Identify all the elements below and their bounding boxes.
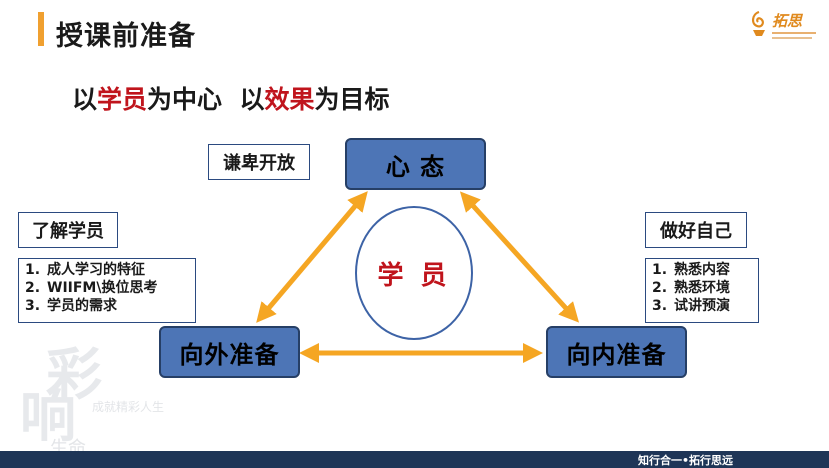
subtitle-part: 为中心 以 [147, 85, 265, 114]
list-item-number: 1. [25, 262, 41, 278]
page-title: 授课前准备 [56, 21, 196, 52]
list-item-number: 3. [652, 298, 668, 314]
list-item-text: 试讲预演 [674, 298, 730, 314]
subtitle-highlight: 效果 [264, 85, 315, 114]
list-item: 2. WIIFM\换位思考 [25, 279, 189, 297]
list-item-number: 1. [652, 262, 668, 278]
logo-underline [772, 37, 812, 39]
label-humble-open: 谦卑开放 [208, 144, 310, 180]
list-item-text: 熟悉环境 [674, 280, 730, 296]
label-know-learners: 了解学员 [18, 212, 118, 248]
subtitle-part: 为目标 [314, 85, 390, 114]
list-item-text: 成人学习的特征 [47, 262, 145, 278]
center-circle-learner: 学 员 [355, 206, 473, 340]
list-item-number: 3. [25, 298, 41, 314]
logo-text: 拓思 [772, 12, 803, 30]
watermark-char: 彩 [46, 342, 102, 408]
list-item-text: 熟悉内容 [674, 262, 730, 278]
list-item-number: 2. [25, 280, 41, 296]
footer-bar: 知行合一•拓行思远 [0, 451, 829, 468]
slide-subtitle: 以学员为中心 以效果为目标 [72, 80, 389, 116]
swirl-logo-icon [752, 10, 765, 36]
watermark-char: 响 [20, 384, 76, 450]
list-item-text: WIIFM\换位思考 [47, 280, 158, 296]
watermark-text: 成就精彩人生 [92, 400, 165, 414]
node-outward-prep: 向外准备 [159, 326, 300, 378]
footer-slogan: 知行合一•拓行思远 [637, 454, 733, 467]
arrow-top-left [256, 191, 368, 323]
title-accent-bar [38, 12, 44, 46]
list-item: 3. 试讲预演 [652, 297, 752, 315]
subtitle-highlight: 学员 [97, 85, 148, 114]
logo-underline [772, 32, 816, 34]
list-know-learners: 1. 成人学习的特征 2. WIIFM\换位思考 3. 学员的需求 [18, 258, 196, 323]
node-mindset: 心 态 [345, 138, 486, 190]
watermark: 彩 响 成就精彩人生 生命 [0, 330, 200, 460]
subtitle-part: 以 [72, 85, 98, 114]
arrow-top-right [459, 191, 580, 323]
list-item: 3. 学员的需求 [25, 297, 189, 315]
list-prepare-self: 1. 熟悉内容 2. 熟悉环境 3. 试讲预演 [645, 258, 759, 323]
list-item-number: 2. [652, 280, 668, 296]
list-item-text: 学员的需求 [47, 298, 117, 314]
company-logo: 拓思 [748, 8, 818, 52]
list-item: 2. 熟悉环境 [652, 279, 752, 297]
node-inward-prep: 向内准备 [546, 326, 687, 378]
label-prepare-self: 做好自己 [645, 212, 747, 248]
list-item: 1. 熟悉内容 [652, 261, 752, 279]
list-item: 1. 成人学习的特征 [25, 261, 189, 279]
